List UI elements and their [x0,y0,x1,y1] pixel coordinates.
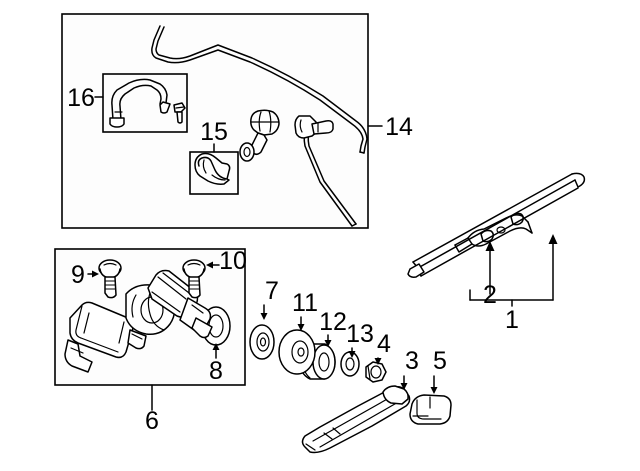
callout-12: 12 [319,308,347,336]
leader-1-bracket [469,234,558,307]
leader-9 [87,270,99,278]
washer-hose-elbow-connector [194,152,231,185]
callout-13: 13 [346,320,374,348]
leader-7 [260,304,268,320]
leader-11 [297,316,305,331]
callout-6: 6 [145,407,159,435]
washer-hose-check-valve [173,102,186,124]
leader-2 [485,241,495,295]
wiper-arm-nut-cover-cap [409,394,452,425]
callout-15: 15 [200,118,228,146]
callout-9: 9 [71,261,85,289]
callout-11: 11 [292,289,318,317]
leader-5 [430,375,438,394]
washer-nozzle-seal-ring [239,142,255,162]
rear-wiper-motor-assembly [64,269,213,373]
outer-seal-washer [249,324,275,360]
washer-hose-tee-connector [294,115,334,139]
leader-4 [374,357,382,365]
callout-7: 7 [265,277,279,305]
callout-8: 8 [209,357,223,385]
washer-hose-assembly [109,78,171,128]
callout-16: 16 [67,84,95,112]
leader-13 [348,347,356,358]
callout-10: 10 [219,247,247,275]
callout-1: 1 [505,306,519,334]
leader-8 [212,343,220,359]
callout-2: 2 [483,281,497,309]
pivot-shaft-spacer [278,329,316,375]
rear-wiper-blade-assembly [407,172,586,278]
callout-3: 3 [405,347,419,375]
wiper-arm-retaining-nut [365,361,387,383]
leader-3 [400,375,408,390]
motor-mounting-bolt-9 [98,259,122,299]
callout-4: 4 [377,330,391,358]
motor-mounting-bolt-10 [182,259,206,299]
leader-10 [206,261,220,269]
leader-12 [324,334,332,347]
rear-wiper-arm [301,385,411,454]
pivot-flat-washer [340,351,360,377]
callout-5: 5 [433,347,447,375]
callout-14: 14 [385,113,413,141]
